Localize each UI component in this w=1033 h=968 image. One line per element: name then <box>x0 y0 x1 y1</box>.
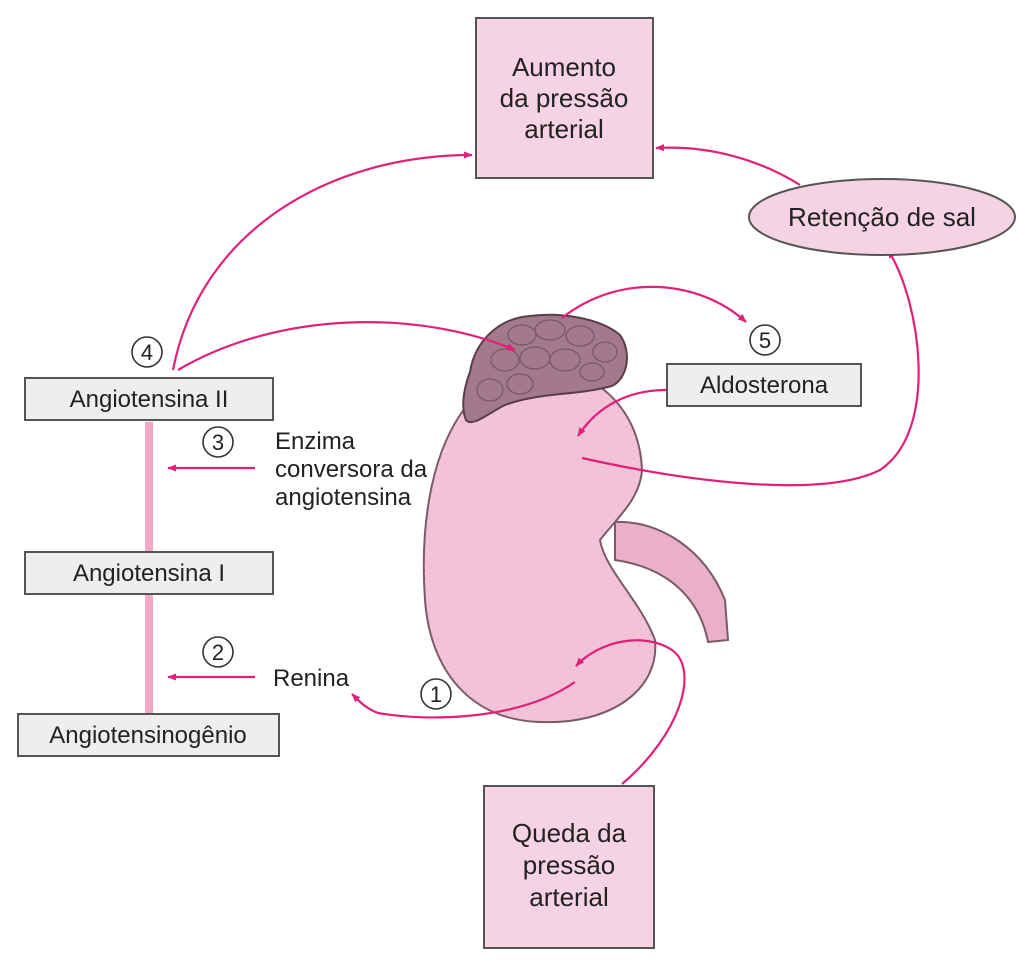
queda-line-1: Queda da <box>512 818 627 848</box>
renina-label: Renina <box>273 665 350 692</box>
retencao-label: Retenção de sal <box>788 202 976 232</box>
enzima-label: Enzima conversora da angiotensina <box>275 428 428 511</box>
svg-text:1: 1 <box>430 682 442 707</box>
svg-text:3: 3 <box>212 430 224 455</box>
aldosterona-label: Aldosterona <box>700 372 829 399</box>
aumento-pressao-box: Aumento da pressão arterial <box>475 17 654 179</box>
aumento-line-1: Aumento <box>512 52 616 82</box>
enzima-line-3: angiotensina <box>275 484 412 511</box>
step-4-badge: 4 <box>131 336 163 368</box>
queda-line-2: pressão <box>523 850 616 880</box>
ureter <box>614 520 730 644</box>
angiotensina-ii-label: Angiotensina II <box>70 386 229 413</box>
step-5-badge: 5 <box>749 324 781 356</box>
aldosterona-box: Aldosterona <box>666 363 862 407</box>
svg-text:4: 4 <box>141 340 153 365</box>
enzima-line-1: Enzima <box>275 428 356 455</box>
step-1-badge: 1 <box>420 678 452 710</box>
arrow-retencao-to-aumento <box>655 143 801 186</box>
arrow-angII-to-aumento <box>171 151 473 371</box>
angiotensinogenio-box: Angiotensinogênio <box>17 713 280 757</box>
retencao-sal-ellipse: Retenção de sal <box>748 178 1016 256</box>
enzima-line-2: conversora da <box>275 456 428 483</box>
angiotensina-i-box: Angiotensina I <box>24 551 274 595</box>
arrow-kidney-to-renina <box>351 681 576 719</box>
arrow-kidney-to-retencao <box>581 249 920 487</box>
svg-text:2: 2 <box>212 640 224 665</box>
adrenal-gland-icon <box>462 313 628 424</box>
step-2-badge: 2 <box>202 636 234 668</box>
svg-text:5: 5 <box>759 328 771 353</box>
aumento-line-3: arterial <box>524 114 603 144</box>
arrow-queda-to-kidney <box>575 639 686 785</box>
arrow-aldosterona-to-kidney <box>577 388 667 437</box>
kidney-icon <box>422 368 657 724</box>
angiotensinogenio-label: Angiotensinogênio <box>49 722 247 749</box>
arrow-angII-to-adrenal <box>177 321 516 371</box>
step-3-badge: 3 <box>202 426 234 458</box>
arrow-adrenal-to-aldosterona <box>561 285 747 323</box>
angiotensina-i-label: Angiotensina I <box>73 560 225 587</box>
queda-line-3: arterial <box>529 882 608 912</box>
aumento-line-2: da pressão <box>500 83 629 113</box>
queda-pressao-box: Queda da pressão arterial <box>483 785 655 949</box>
angiotensina-ii-box: Angiotensina II <box>24 377 274 421</box>
